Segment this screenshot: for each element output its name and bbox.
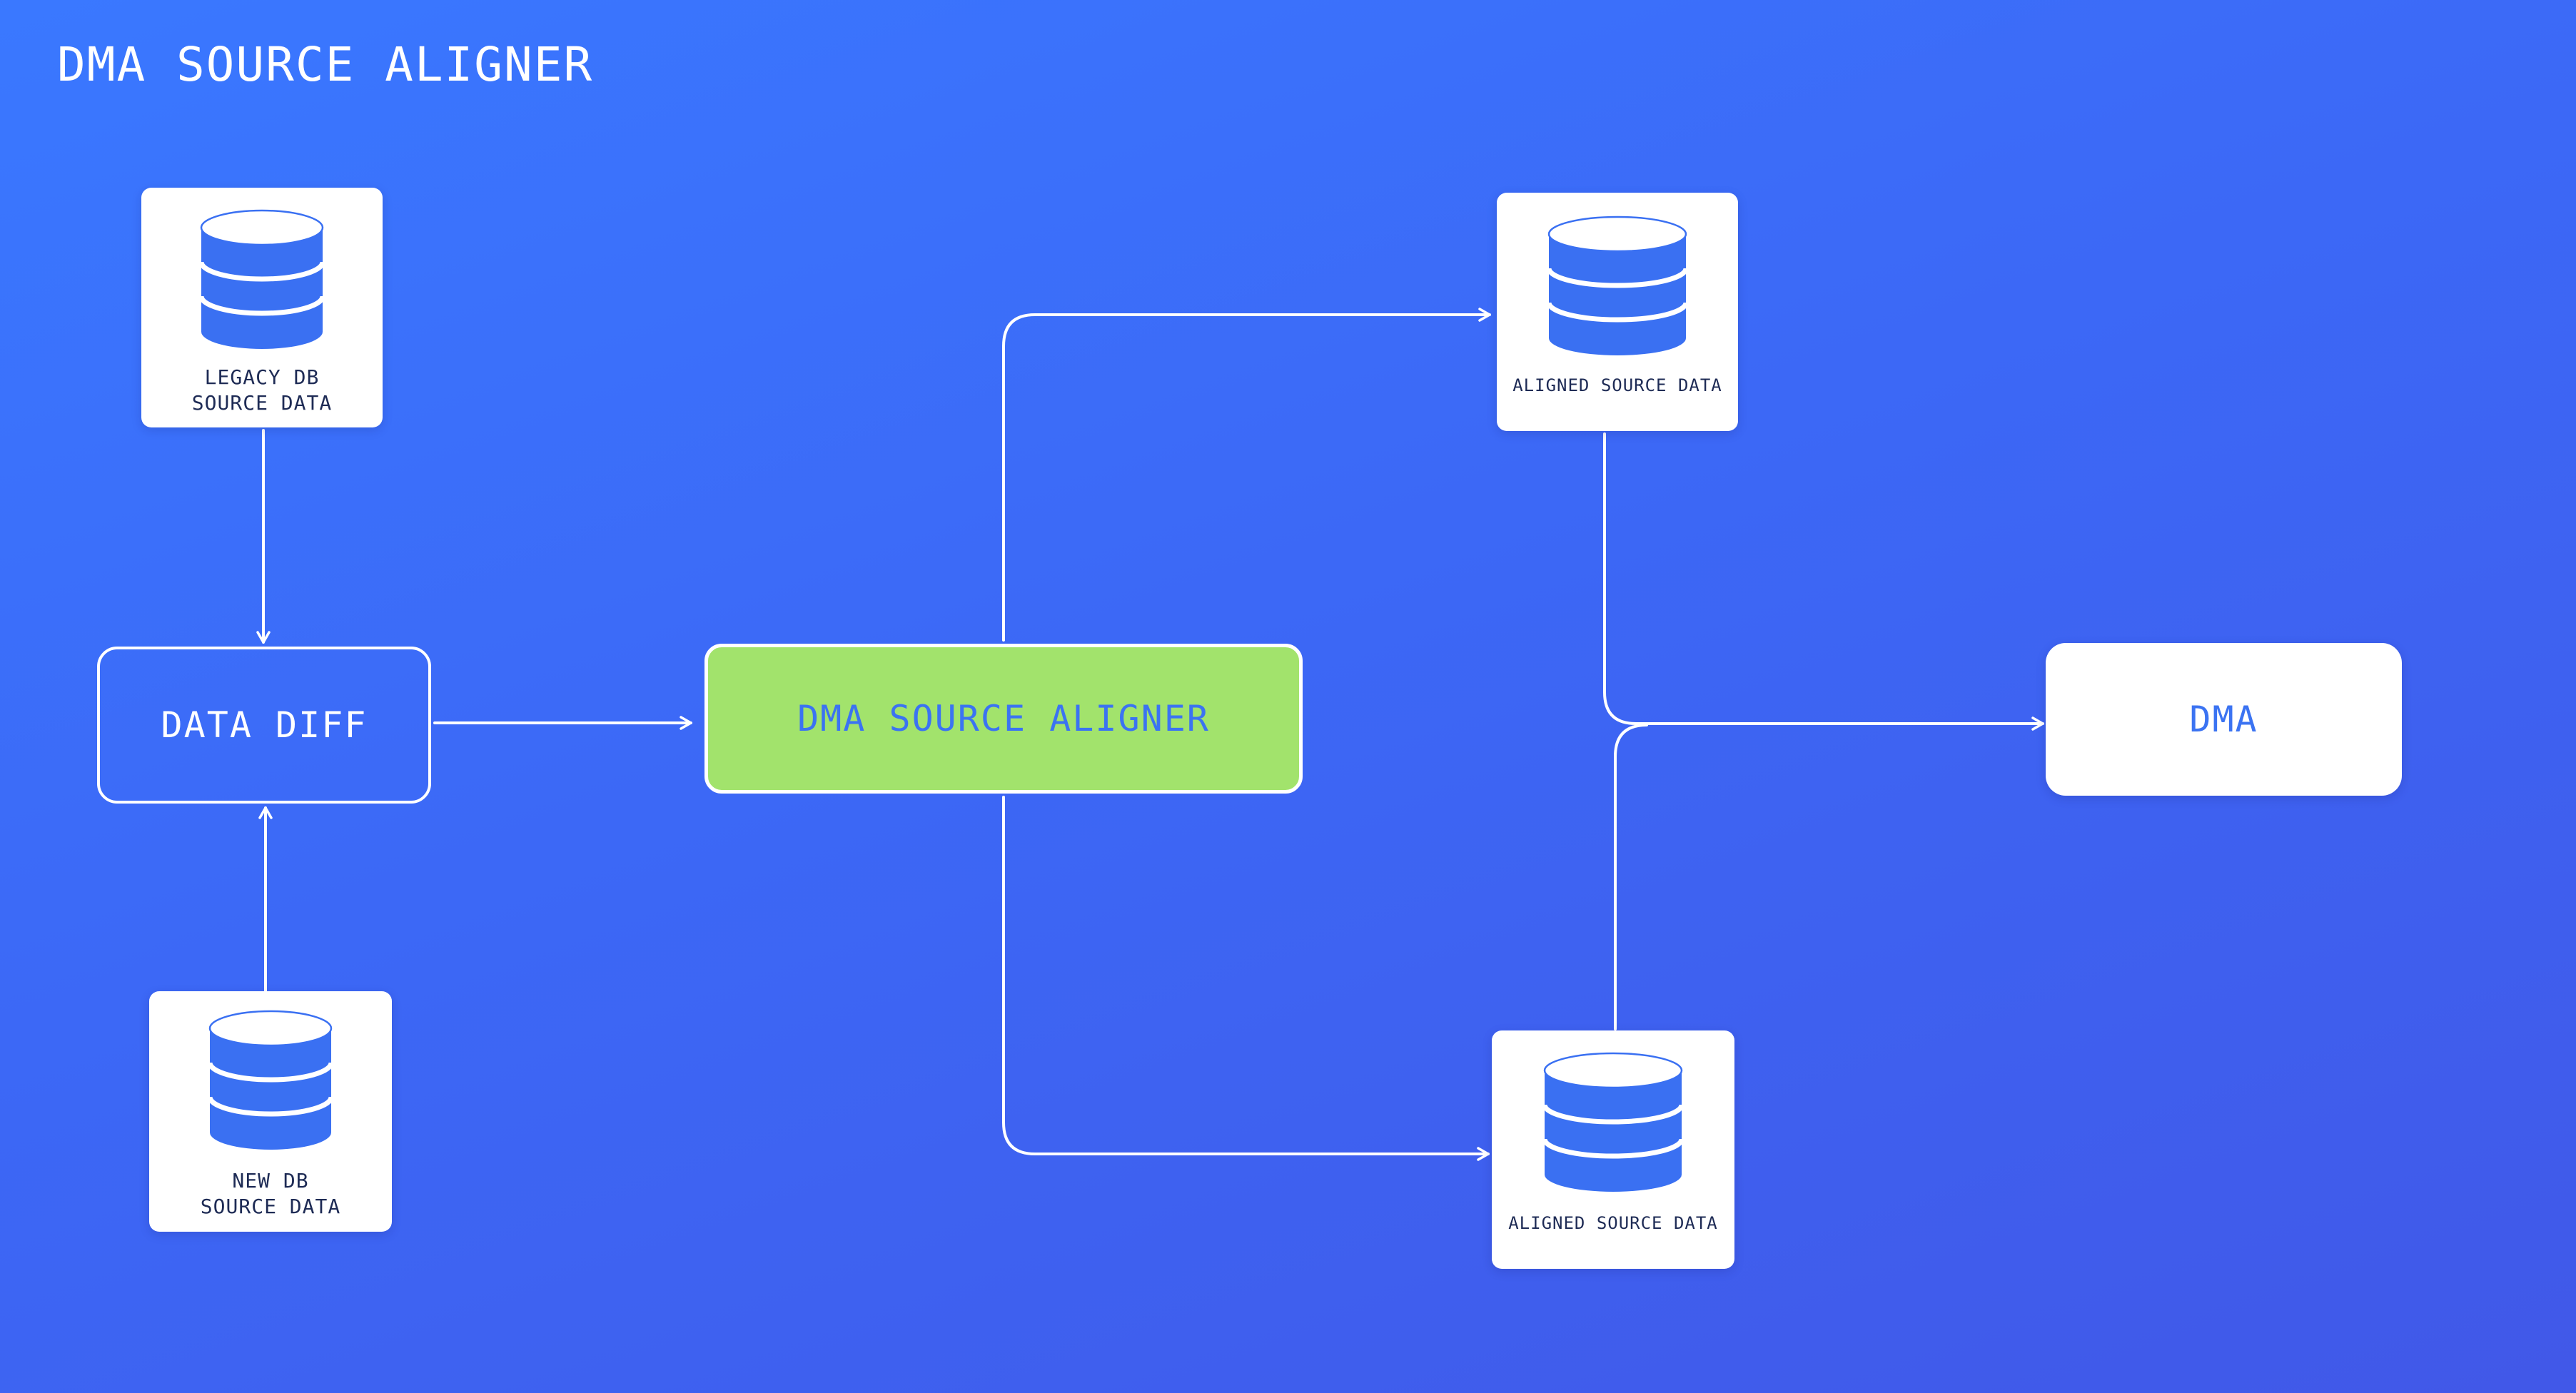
data-diff-node: DATA DIFF [97,647,431,804]
database-icon [198,209,325,349]
database-icon [1546,216,1689,355]
database-icon [1542,1052,1684,1192]
dma-source-aligner-node: DMA SOURCE ALIGNER [704,644,1303,794]
legacy-db-card: LEGACY DB SOURCE DATA [141,188,383,427]
link-aligner-to-aligned-top [1002,308,1491,642]
link-aligner-to-aligned-bottom [1002,796,1490,1161]
aligned-top-label: ALIGNED SOURCE DATA [1512,375,1722,395]
link-aligned-top-to-dma [1603,432,2044,731]
aligned-bottom-label: ALIGNED SOURCE DATA [1508,1213,1718,1233]
link-aligned-bottom-to-dma [1614,724,1648,1030]
aligned-source-data-bottom-card: ALIGNED SOURCE DATA [1492,1030,1734,1269]
new-db-label: NEW DB SOURCE DATA [200,1169,341,1218]
diagram-title: DMA SOURCE ALIGNER [57,37,594,92]
database-icon [207,1010,334,1150]
legacy-db-label: LEGACY DB SOURCE DATA [191,365,333,415]
new-db-card: NEW DB SOURCE DATA [149,991,392,1232]
aligned-source-data-top-card: ALIGNED SOURCE DATA [1497,193,1738,431]
dma-node: DMA [2046,643,2402,796]
